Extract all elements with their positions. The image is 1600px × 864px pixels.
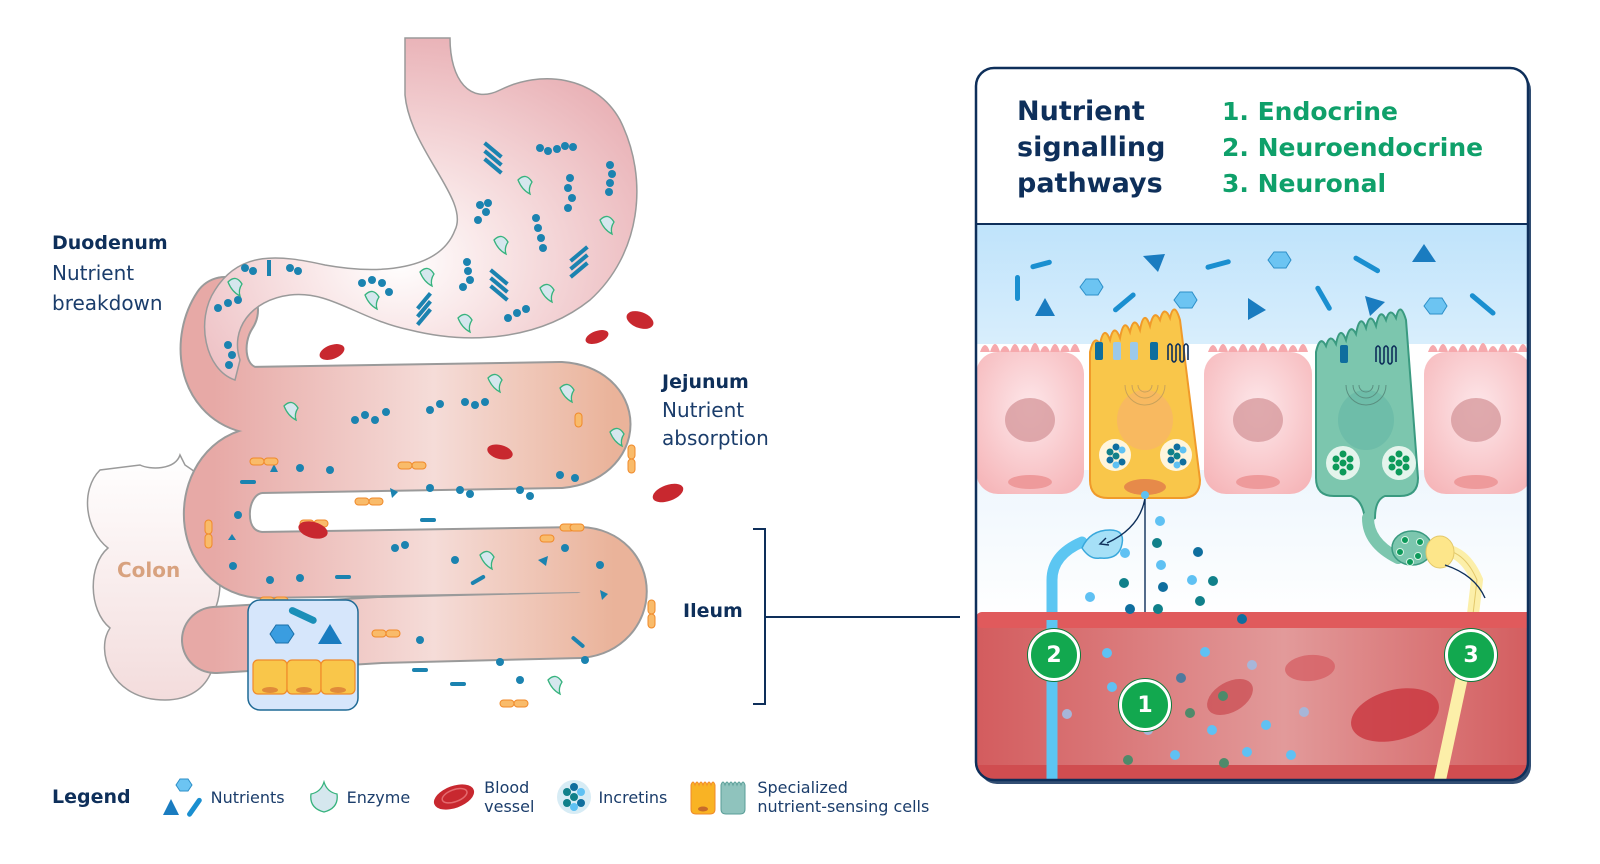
lumen-nutrients (1015, 244, 1496, 320)
blood-cell-icon (434, 784, 475, 810)
nutrients-icon (162, 778, 202, 817)
badge-endocrine: 1 (1119, 679, 1171, 731)
enzyme-icon (309, 780, 338, 813)
enterocytes (976, 343, 1528, 494)
legend-incretins-label: Incretins (598, 787, 668, 807)
legend-item-blood: Blood vessel (432, 778, 534, 816)
legend-sensing-cells-label: Specialized nutrient-sensing cells (757, 778, 929, 816)
legend-blood-line-2: vessel (484, 797, 535, 816)
ileum-inset (247, 599, 359, 711)
badge-neuronal: 3 (1445, 629, 1497, 681)
duodenum-title: Duodenum (52, 232, 168, 254)
panel-title: Nutrient signalling pathways (1017, 94, 1165, 202)
legend-enzyme-label: Enzyme (346, 787, 411, 807)
legend-blood-line-1: Blood (484, 778, 530, 797)
gut-illustration (86, 37, 960, 711)
duodenum-label: Duodenum Nutrient breakdown (52, 228, 168, 318)
jejunum-desc-1: Nutrient (662, 398, 745, 422)
incretins-icon (557, 780, 592, 814)
pathway-list: 1. Endocrine 2. Neuroendocrine 3. Neuron… (1222, 94, 1483, 202)
legend-blood-label: Blood vessel (484, 778, 534, 816)
legend-item-enzyme: Enzyme (307, 780, 411, 814)
legend-title: Legend (52, 786, 131, 808)
panel-title-line-2: signalling (1017, 132, 1166, 163)
intestine-nutrients (228, 398, 608, 686)
incretin-particles (1062, 516, 1309, 768)
pathway-endocrine: 1. Endocrine (1222, 97, 1399, 126)
legend-item-incretins: Incretins (556, 779, 667, 815)
jejunum-label: Jejunum Nutrient absorption (662, 368, 769, 452)
legend-sensing-line-1: Specialized (757, 778, 848, 797)
tube-cells (204, 412, 656, 708)
sensing-cells-icon (690, 781, 746, 815)
duodenum-desc-2: breakdown (52, 291, 163, 315)
blood-cells (298, 311, 684, 539)
colon-label: Colon (117, 558, 181, 582)
legend: Legend Nutrients Enzyme Blood vessel (52, 772, 951, 822)
jejunum-desc-2: absorption (662, 426, 769, 450)
ileum-bracket (753, 528, 960, 705)
endocrine-cell (1089, 308, 1202, 499)
pathway-neuroendocrine: 2. Neuroendocrine (1222, 133, 1484, 162)
legend-item-nutrients: Nutrients (159, 777, 285, 817)
panel-title-line-1: Nutrient (1017, 96, 1145, 127)
neuroendocrine-cell (1315, 308, 1433, 566)
legend-nutrients-label: Nutrients (210, 787, 285, 807)
stomach (203, 37, 638, 381)
legend-sensing-line-2: nutrient-sensing cells (757, 797, 930, 816)
enzymes (227, 175, 625, 696)
duodenum-desc-1: Nutrient (52, 261, 135, 285)
pathway-neuronal: 3. Neuronal (1222, 169, 1387, 198)
legend-item-sensing-cells: Specialized nutrient-sensing cells (689, 778, 929, 816)
stomach-nutrients (214, 141, 616, 369)
panel-title-line-3: pathways (1017, 168, 1163, 199)
badge-neuroendocrine: 2 (1028, 629, 1080, 681)
jejunum-title: Jejunum (662, 371, 749, 393)
ileum-label: Ileum (683, 600, 743, 622)
